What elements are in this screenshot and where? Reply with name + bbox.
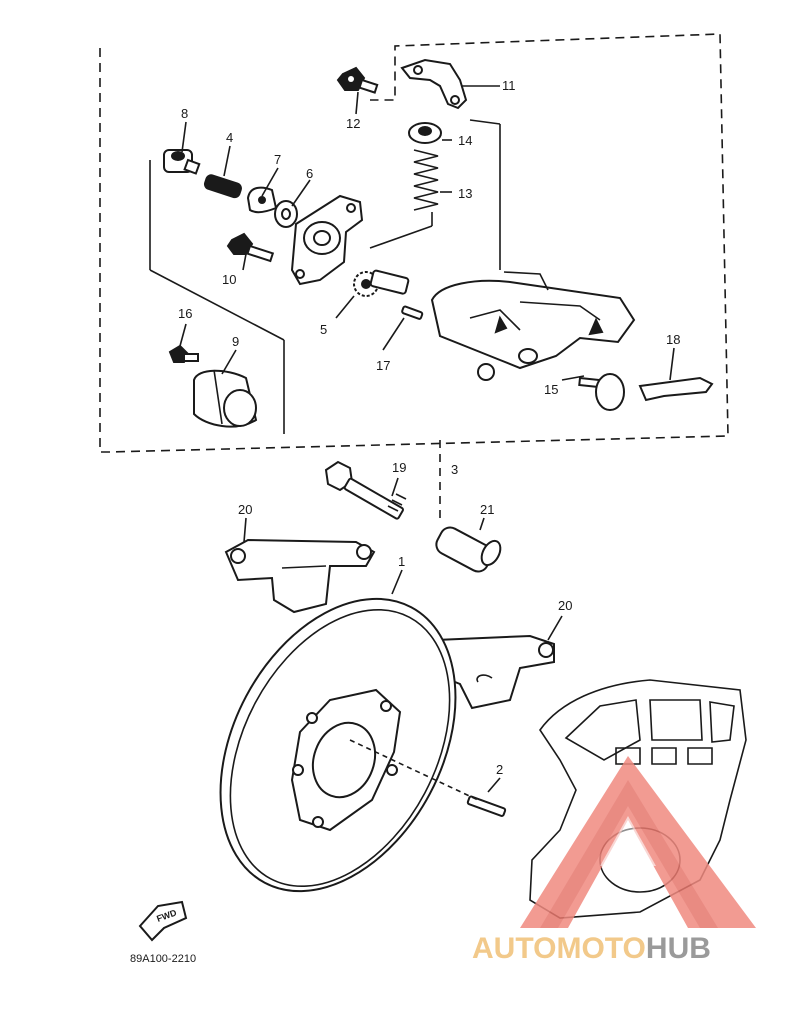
part-7-clip bbox=[246, 186, 278, 214]
forward-arrow: FWD bbox=[138, 900, 188, 942]
callout-18: 18 bbox=[666, 332, 680, 347]
assembly-boundary bbox=[99, 33, 729, 453]
callout-20-upper: 20 bbox=[238, 502, 252, 517]
watermark-text: AUTOMOTOHUB bbox=[472, 932, 711, 965]
watermark-logo bbox=[520, 756, 756, 928]
callout-12: 12 bbox=[346, 116, 360, 131]
callout-6: 6 bbox=[306, 166, 313, 181]
part-13-spring bbox=[413, 149, 439, 211]
callout-9: 9 bbox=[232, 334, 239, 349]
part-8-bleeder bbox=[163, 149, 201, 175]
callout-15: 15 bbox=[544, 382, 558, 397]
part-16-screw bbox=[168, 344, 199, 363]
part-1-brake-disc bbox=[219, 597, 457, 893]
part-5-adjuster bbox=[353, 269, 410, 297]
part-caliper-body bbox=[430, 271, 636, 381]
callout-17: 17 bbox=[376, 358, 390, 373]
callout-3: 3 bbox=[451, 462, 458, 477]
watermark-part1: AUTOMOTO bbox=[472, 932, 646, 965]
frame-structure bbox=[529, 679, 747, 919]
callout-10: 10 bbox=[222, 272, 236, 287]
callout-14: 14 bbox=[458, 133, 472, 148]
callout-8: 8 bbox=[181, 106, 188, 121]
part-20-pad-upper bbox=[224, 538, 376, 614]
part-18-clip bbox=[638, 376, 714, 402]
callout-1: 1 bbox=[398, 554, 405, 569]
drawing-code: 89A100-2210 bbox=[130, 953, 196, 965]
part-15-pin bbox=[578, 373, 625, 411]
callout-21: 21 bbox=[480, 502, 494, 517]
part-2-key bbox=[466, 795, 507, 817]
part-14-cap bbox=[408, 122, 442, 144]
callout-5: 5 bbox=[320, 322, 327, 337]
watermark-part2: HUB bbox=[646, 932, 711, 965]
part-11-bracket bbox=[400, 58, 468, 110]
leader-lines bbox=[149, 85, 675, 801]
callout-11: 11 bbox=[502, 78, 516, 93]
part-10-bolt bbox=[226, 232, 275, 263]
part-6-washer bbox=[274, 200, 298, 228]
callout-7: 7 bbox=[274, 152, 281, 167]
callout-19: 19 bbox=[392, 460, 406, 475]
callout-2: 2 bbox=[496, 762, 503, 777]
callout-20-lower: 20 bbox=[558, 598, 572, 613]
part-12-bolt bbox=[336, 66, 379, 94]
part-17-pin bbox=[401, 305, 424, 320]
callout-labels: 8 4 7 6 11 12 14 13 10 5 17 16 9 18 15 3… bbox=[178, 78, 680, 777]
callout-4: 4 bbox=[226, 130, 233, 145]
part-piston-holder bbox=[290, 194, 364, 286]
part-9-piston bbox=[193, 369, 258, 428]
part-19-bolt bbox=[324, 460, 407, 520]
part-21-sleeve bbox=[435, 526, 502, 573]
part-4-spring bbox=[203, 174, 242, 199]
callout-16: 16 bbox=[178, 306, 192, 321]
callout-13: 13 bbox=[458, 186, 472, 201]
svg-text:AUTOMOTOHUB: AUTOMOTOHUB bbox=[472, 932, 711, 965]
